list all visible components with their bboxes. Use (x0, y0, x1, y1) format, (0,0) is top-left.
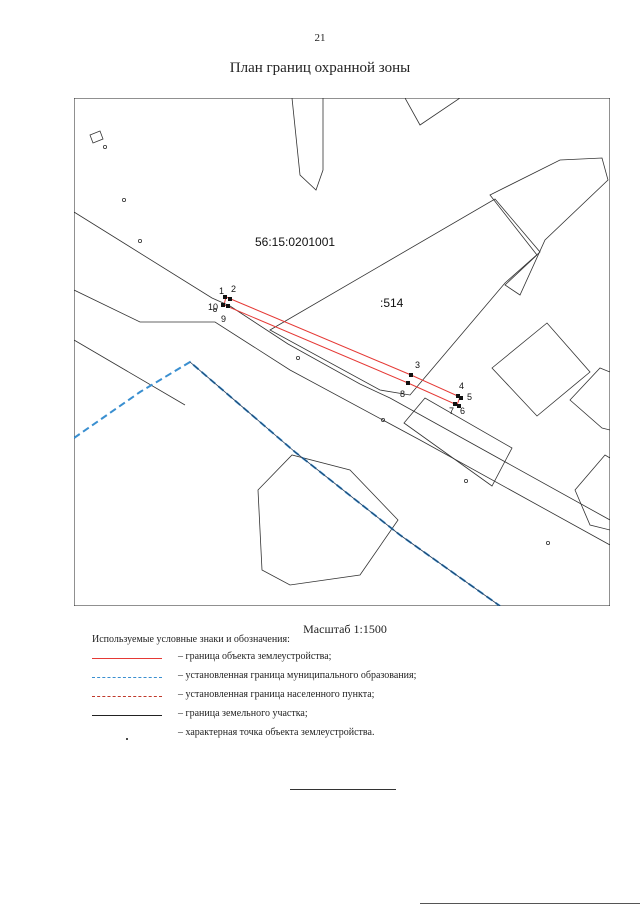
legend-text: – характерная точка объекта землеустройс… (178, 727, 375, 738)
building-1 (291, 98, 324, 191)
point-label: 1 (219, 286, 224, 296)
building-5 (569, 367, 610, 431)
building-3 (489, 157, 609, 296)
quarter-label: 56:15:0201001 (255, 235, 335, 249)
legend-symbol (92, 677, 162, 678)
bottom-rule (420, 903, 640, 904)
point-label: 3 (415, 360, 420, 370)
building-7 (574, 454, 610, 531)
point-label: 10 (208, 302, 218, 312)
parcel-label: :514 (380, 296, 404, 310)
side-road (74, 339, 186, 406)
legend-item-land-parcel-boundary: – граница земельного участка; (92, 708, 612, 724)
point-label: 4 (459, 381, 464, 391)
legend-symbol (92, 696, 162, 697)
point-label: 9 (221, 314, 226, 324)
legend-symbol (92, 658, 162, 659)
legend-item-municipal-boundary: – установленная граница муниципального о… (92, 670, 612, 686)
point-label: 2 (231, 284, 236, 294)
road-edge-north (74, 211, 610, 521)
point-label: 6 (460, 406, 465, 416)
legend-symbol (126, 738, 128, 740)
page-title: План границ охранной зоны (229, 60, 411, 76)
small-building (89, 130, 104, 144)
point-label: 7 (449, 406, 454, 416)
legend-item-object-boundary: – граница объекта землеустройства; (92, 651, 612, 667)
building-6 (403, 397, 513, 487)
building-4 (491, 322, 591, 417)
legend-text: – установленная граница муниципального о… (178, 670, 417, 681)
point-label: 5 (467, 392, 472, 402)
parcel-514 (269, 198, 541, 396)
legend-title: Используемые условные знаки и обозначени… (92, 634, 290, 645)
map-frame: 56:15:0201001 :514 1 2 3 4 5 6 7 8 9 10 (74, 98, 610, 606)
legend-item-characteristic-point: – характерная точка объекта землеустройс… (92, 727, 612, 743)
legend-text: – граница земельного участка; (178, 708, 308, 719)
legend-symbol (92, 715, 162, 716)
signature-line (290, 789, 396, 790)
point-label: 8 (400, 389, 405, 399)
legend-text: – граница объекта землеустройства; (178, 651, 332, 662)
page-number: 21 (314, 32, 326, 44)
building-2 (404, 98, 461, 126)
legend-item-settlement-boundary: – установленная граница населенного пунк… (92, 689, 612, 705)
legend-text: – установленная граница населенного пунк… (178, 689, 375, 700)
scale-label: Масштаб 1:1500 (303, 622, 387, 636)
